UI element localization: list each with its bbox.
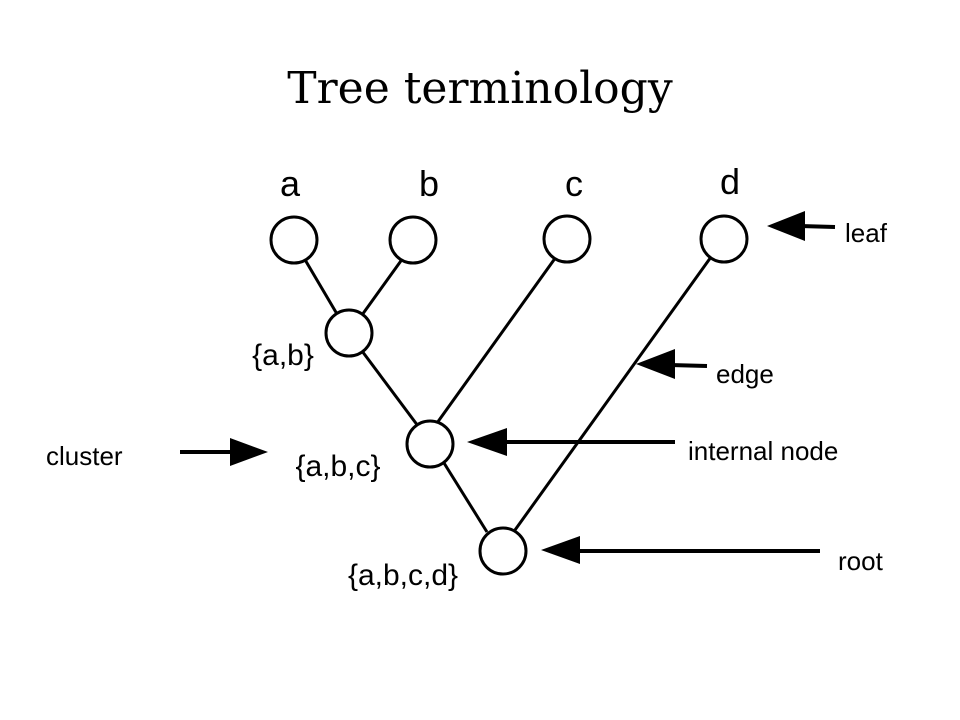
edge-arrow	[636, 349, 708, 379]
internal-node-arrow	[467, 428, 675, 456]
diagram-title: Tree terminology	[287, 63, 673, 114]
leaf-node-d	[699, 214, 749, 264]
edge-d-root	[513, 256, 713, 531]
term-edge: edge	[716, 359, 774, 389]
leaf-label-c: c	[565, 163, 583, 204]
cluster-label-ab: {a,b}	[252, 339, 314, 372]
cluster-arrow	[180, 438, 268, 466]
leaf-node-c	[542, 214, 592, 264]
leaf-label-b: b	[419, 163, 439, 204]
term-root: root	[838, 546, 884, 576]
leaf-label-a: a	[280, 163, 301, 204]
leaf-arrow	[767, 211, 836, 241]
edge-ab-abc	[360, 350, 420, 427]
internal-node-ab	[324, 308, 374, 358]
edge-c-abc	[435, 256, 558, 424]
term-cluster: cluster	[46, 441, 123, 471]
cluster-label-abc: {a,b,c}	[295, 450, 380, 483]
root-arrow	[541, 536, 820, 564]
term-leaf: leaf	[845, 218, 888, 248]
term-internal-node: internal node	[688, 436, 838, 466]
edge-b-ab	[360, 257, 405, 316]
leaf-node-b	[388, 215, 438, 265]
edge-abc-root	[442, 462, 489, 533]
internal-node-abc	[405, 419, 455, 469]
leaf-node-a	[269, 215, 319, 265]
cluster-label-abcd: {a,b,c,d}	[348, 559, 458, 592]
edge-a-ab	[302, 257, 339, 315]
root-node	[478, 526, 528, 576]
leaf-label-d: d	[720, 161, 740, 202]
